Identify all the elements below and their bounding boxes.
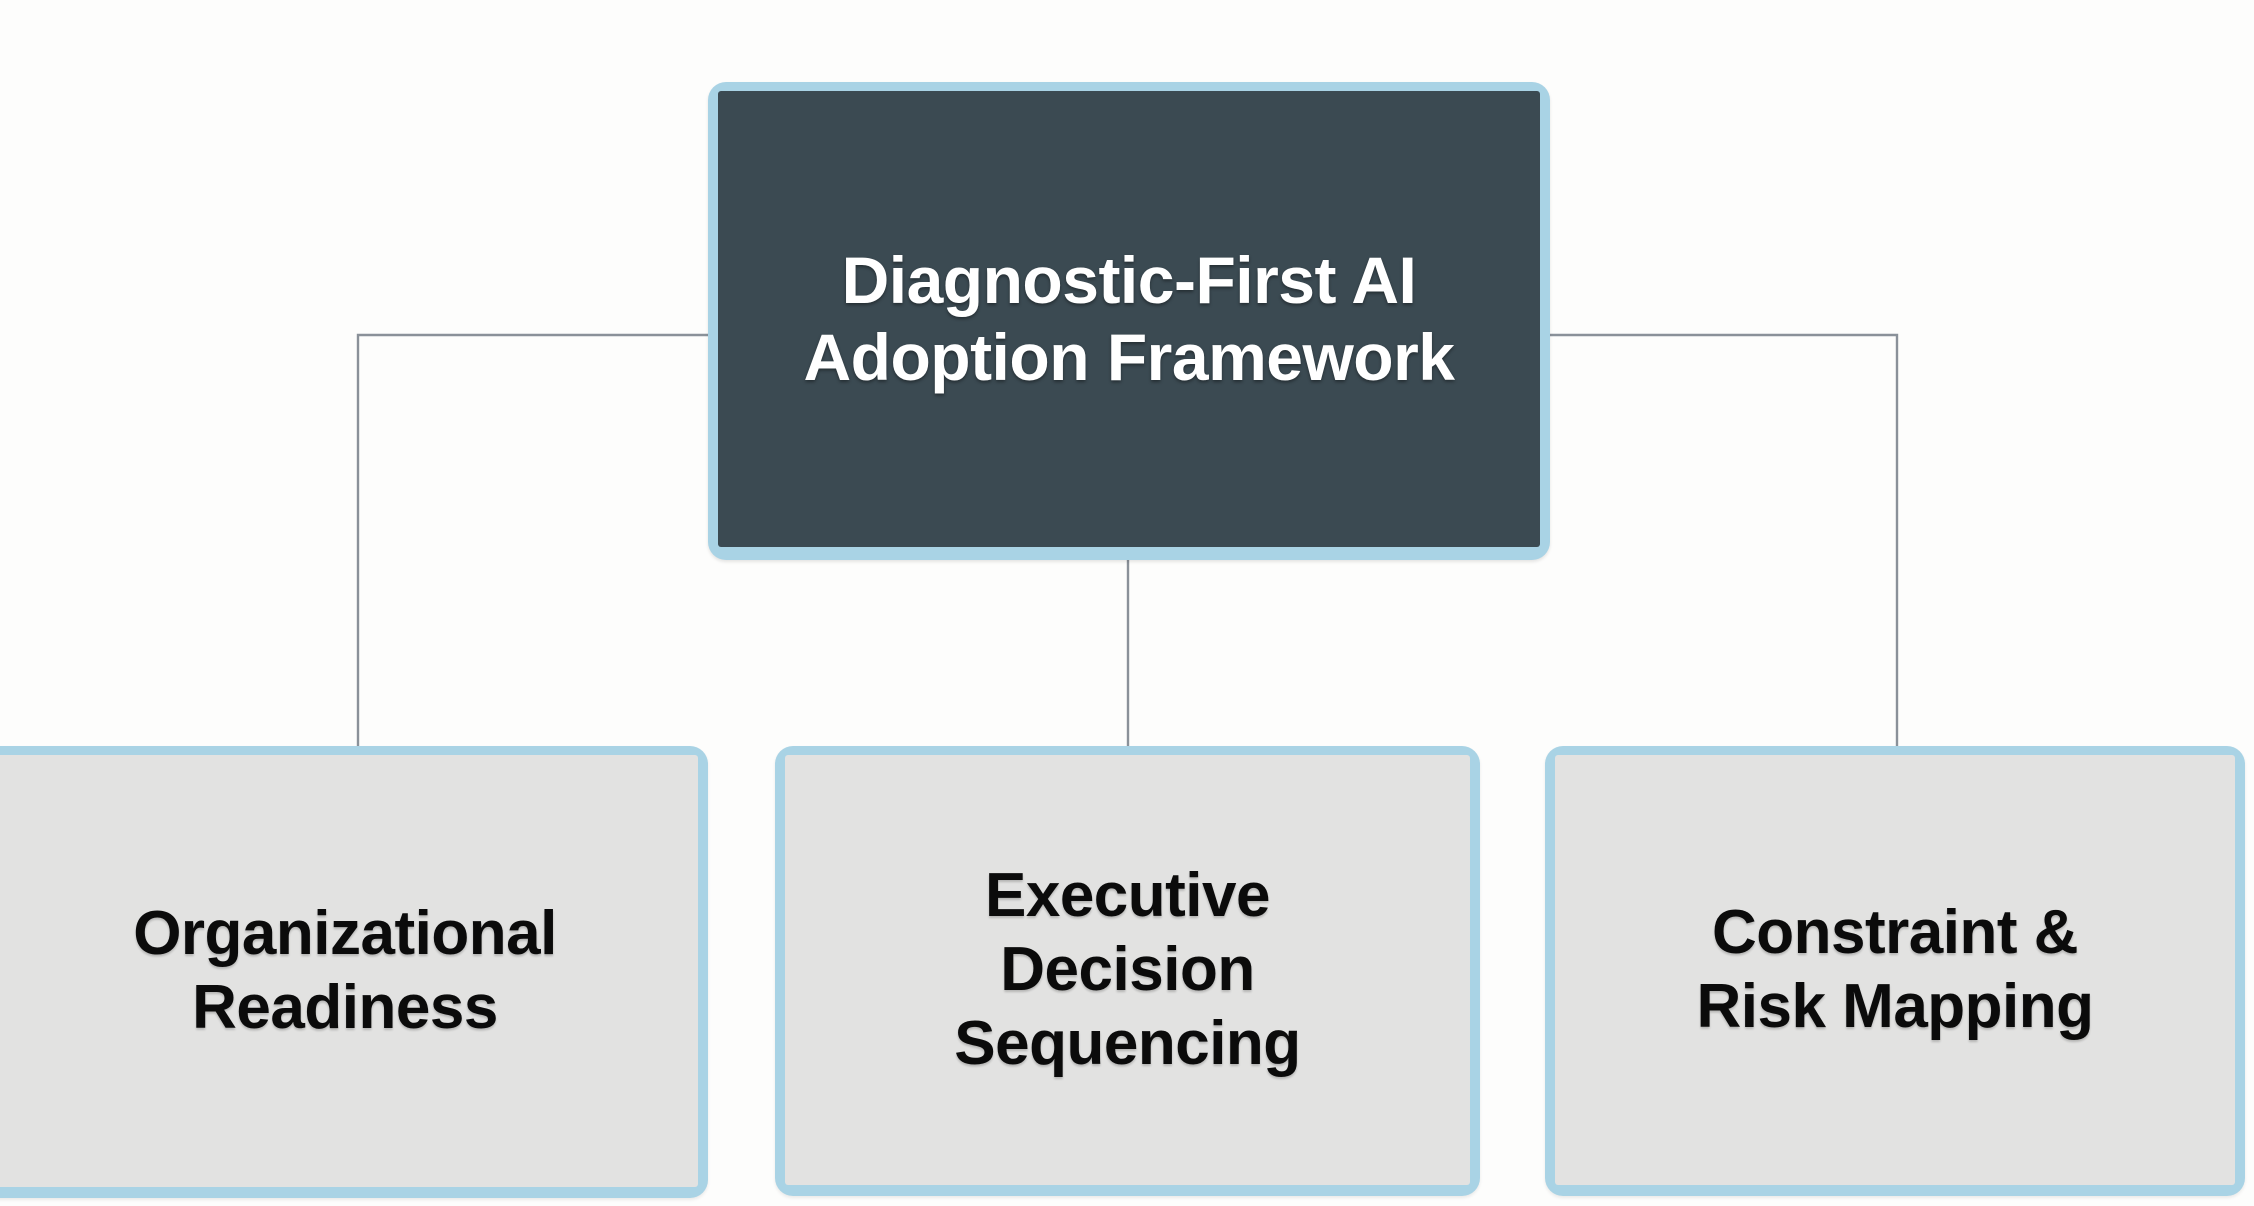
node-constraint-risk-mapping-body: Constraint &Risk Mapping <box>1555 755 2235 1185</box>
connector-root-to-constraint-risk-mapping <box>1548 333 1899 748</box>
node-constraint-risk-mapping[interactable]: Constraint &Risk Mapping <box>1545 746 2245 1196</box>
connector-root-to-organizational-readiness <box>356 333 710 748</box>
node-constraint-risk-mapping-label: Constraint &Risk Mapping <box>1696 898 2094 1041</box>
